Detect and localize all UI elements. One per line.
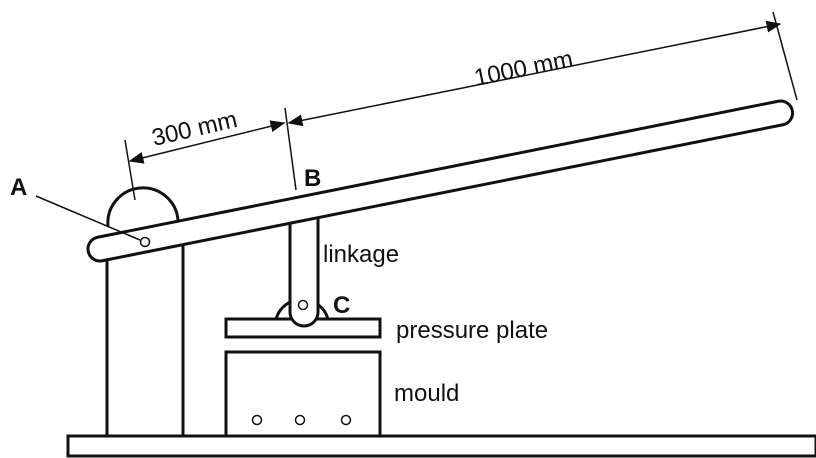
pin-c bbox=[297, 299, 309, 311]
pin-a bbox=[139, 236, 151, 248]
mould-hole-1 bbox=[251, 414, 263, 426]
label-c: C bbox=[333, 292, 350, 319]
lever-bar bbox=[86, 99, 795, 263]
ext-line-mid bbox=[284, 107, 297, 191]
pivot-column bbox=[105, 238, 185, 438]
label-a: A bbox=[10, 174, 27, 201]
leader-a bbox=[35, 195, 141, 241]
label-b: B bbox=[304, 165, 321, 192]
label-linkage: linkage bbox=[323, 241, 399, 268]
ext-line-left bbox=[124, 139, 136, 201]
dim-arrow-300 bbox=[128, 120, 286, 164]
mould-block bbox=[224, 350, 382, 438]
label-pressure-plate: pressure plate bbox=[396, 317, 548, 344]
base-plate bbox=[66, 434, 816, 458]
label-1000mm: 1000 mm bbox=[472, 45, 575, 91]
mould-hole-2 bbox=[294, 414, 306, 426]
pivot-hub bbox=[106, 186, 180, 227]
dim-arrow-1000 bbox=[287, 20, 782, 127]
mould-hole-3 bbox=[340, 414, 352, 426]
label-mould: mould bbox=[394, 380, 459, 407]
